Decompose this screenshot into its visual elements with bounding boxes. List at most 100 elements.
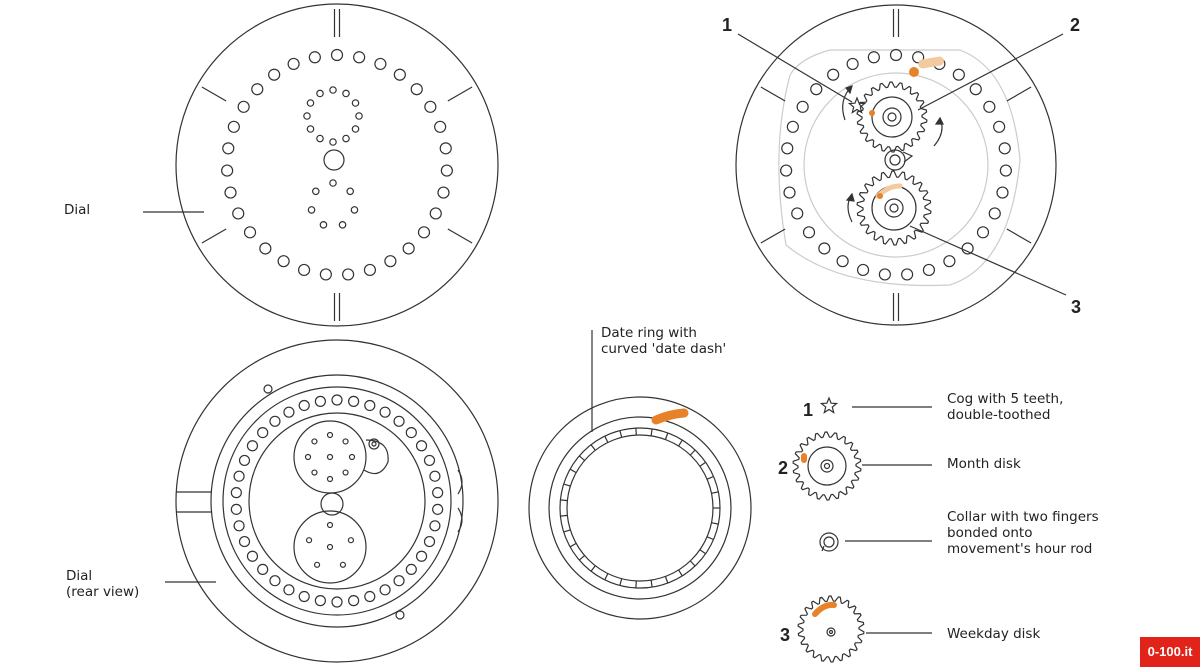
date-ring-tooth xyxy=(700,550,706,554)
dial-inner-hole xyxy=(347,188,353,194)
rear-hole xyxy=(231,504,241,514)
date-ring-tooth xyxy=(560,515,567,516)
rear-window-outer xyxy=(249,413,425,589)
dial-inner-hole xyxy=(313,188,319,194)
dial-hole xyxy=(403,243,414,254)
callout-number-2: 2 xyxy=(1070,15,1080,36)
mechanism-marker xyxy=(1007,229,1031,243)
star-cog-icon xyxy=(821,398,836,413)
rear-hole xyxy=(247,551,257,561)
month-disk-marker xyxy=(801,453,807,463)
rear-hole xyxy=(406,564,416,574)
date-ring-tooth xyxy=(712,492,719,493)
mechanism-hole xyxy=(970,84,981,95)
weekday-disk-center xyxy=(827,628,835,636)
weekday-disk-hub xyxy=(885,199,903,217)
rear-hole xyxy=(258,428,268,438)
weekday-disk-pin xyxy=(830,631,833,634)
mechanism-hole xyxy=(989,208,1000,219)
rear-hole xyxy=(349,596,359,606)
parts-legend xyxy=(793,398,932,662)
mechanism-hole xyxy=(994,121,1005,132)
rear-disk-dot xyxy=(306,455,311,460)
dial-hole xyxy=(278,256,289,267)
rear-hole xyxy=(240,455,250,465)
rear-disk-dot xyxy=(315,562,320,567)
rear-hole xyxy=(258,564,268,574)
dial-hole xyxy=(354,52,365,63)
dial-hole xyxy=(343,269,354,280)
rear-hole xyxy=(234,521,244,531)
dial-hole xyxy=(394,69,405,80)
dial-front xyxy=(176,4,498,326)
rear-disk-dot xyxy=(312,470,317,475)
rear-disk-dot xyxy=(328,455,333,460)
mechanism-hole xyxy=(999,143,1010,154)
dial-rear-view xyxy=(176,340,498,662)
dial-inner-hole xyxy=(320,222,326,228)
date-dash-ghost xyxy=(918,56,945,69)
rear-hole xyxy=(380,585,390,595)
rear-hole xyxy=(365,592,375,602)
dial-inner-hole xyxy=(356,113,362,119)
rear-hole xyxy=(234,471,244,481)
date-ring-tooth xyxy=(560,500,567,501)
rear-lower-disk xyxy=(294,511,366,583)
dial-inner-hole xyxy=(307,100,313,106)
dial-marker xyxy=(202,229,226,243)
rear-hole xyxy=(247,441,257,451)
dial-inner-hole xyxy=(330,87,336,93)
mechanism-hole xyxy=(792,208,803,219)
dial-hole xyxy=(225,187,236,198)
rear-disk-dot xyxy=(312,439,317,444)
rear-hole xyxy=(240,537,250,547)
collar-ring-icon xyxy=(820,533,838,551)
dial-marker xyxy=(202,87,226,101)
date-ring-tooth xyxy=(564,484,571,486)
dial-inner-hole xyxy=(307,126,313,132)
date-ring-tooth xyxy=(570,469,576,472)
mechanism-hole xyxy=(902,269,913,280)
rear-disk-dots xyxy=(306,433,355,568)
dial-hole xyxy=(411,84,422,95)
rear-disk-dot xyxy=(340,562,345,567)
date-ring-label: Date ring with curved 'date dash' xyxy=(601,325,726,357)
dial-hole xyxy=(228,121,239,132)
dial-hour-markers xyxy=(202,9,472,321)
dial-hole xyxy=(288,58,299,69)
dial-hole xyxy=(375,58,386,69)
dial-hole xyxy=(425,101,436,112)
date-ring-tooth xyxy=(679,570,683,576)
dial-hole xyxy=(418,227,429,238)
arrow-head-2 xyxy=(936,118,943,124)
rear-hole xyxy=(270,416,280,426)
date-ring-tooth-base xyxy=(567,435,713,581)
dial-marker xyxy=(448,229,472,243)
dial-inner-hole xyxy=(351,207,357,213)
rear-hole xyxy=(380,407,390,417)
dial-inner-hole xyxy=(317,135,323,141)
rear-hole xyxy=(424,537,434,547)
dial-rear-label: Dial (rear view) xyxy=(66,568,139,600)
date-ring-tooth xyxy=(605,574,608,580)
date-ring-tooth xyxy=(605,436,608,442)
rear-hole xyxy=(430,471,440,481)
rear-hole xyxy=(231,488,241,498)
date-ring-band-outer xyxy=(549,417,731,599)
mechanism-hole xyxy=(804,227,815,238)
dial-inner-hole xyxy=(343,90,349,96)
rear-disk-dot xyxy=(328,523,333,528)
rear-screw-bottom xyxy=(396,611,404,619)
dial-inner-hole xyxy=(352,100,358,106)
watermark-logo: 0-100.it xyxy=(1140,637,1200,667)
weekday-disk-marker xyxy=(815,605,834,614)
mechanism-hole xyxy=(782,143,793,154)
rear-disk-dot xyxy=(343,470,348,475)
rear-hole xyxy=(433,488,443,498)
dial-label: Dial xyxy=(64,202,90,218)
rear-hole xyxy=(365,400,375,410)
rear-screw-top xyxy=(264,385,272,393)
mechanism-hole xyxy=(891,50,902,61)
rear-hole xyxy=(332,395,342,405)
